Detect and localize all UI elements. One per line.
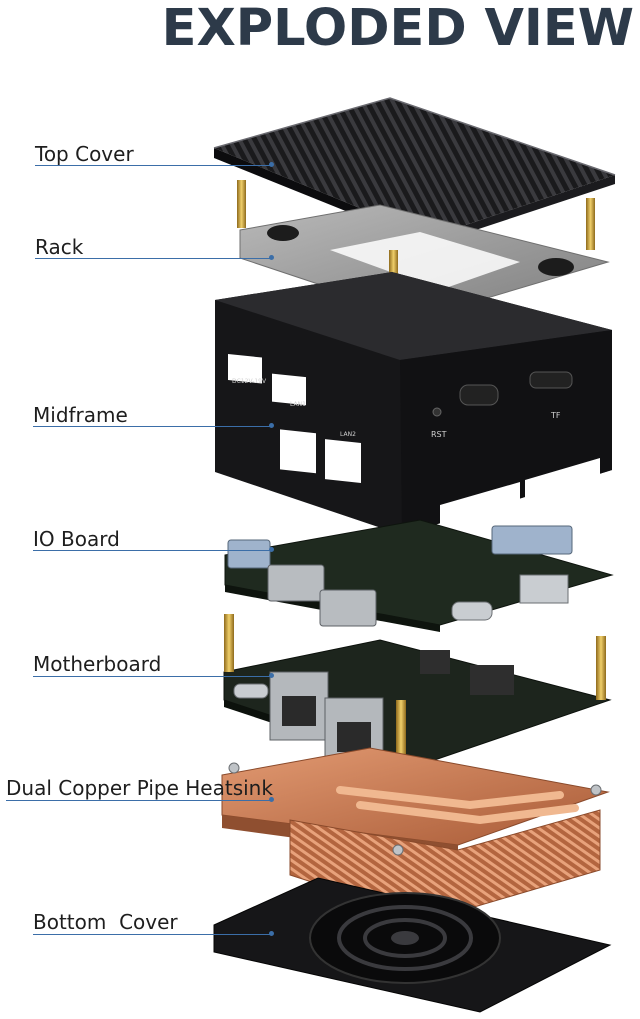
- reset-marking: RST: [431, 430, 447, 439]
- midframe-leader: [33, 426, 271, 427]
- rack-leader: [35, 258, 271, 259]
- heatsink-label: Dual Copper Pipe Heatsink: [6, 776, 273, 800]
- io-board-label: IO Board: [33, 527, 120, 551]
- io-board-part: [224, 519, 614, 632]
- bottom-cover-leader: [33, 934, 271, 935]
- midframe-label: Midframe: [33, 403, 128, 427]
- bottom-cover-label: Bottom Cover: [33, 910, 178, 934]
- rack-leader-dot: [269, 255, 274, 260]
- top-cover-leader: [35, 165, 271, 166]
- page-title: EXPLODED VIEW: [161, 0, 634, 58]
- heatsink-leader: [6, 800, 271, 801]
- motherboard-leader: [33, 676, 271, 677]
- bottom-cover-leader-dot: [269, 931, 274, 936]
- heatsink-leader-dot: [269, 797, 274, 802]
- dc-in-marking: DC12V-19V: [232, 378, 267, 385]
- midframe-part: DC12V-19V LAN1 LAN2 RST TF: [215, 272, 612, 535]
- top-cover-leader-dot: [269, 162, 274, 167]
- bottom-cover-part: [213, 877, 612, 1013]
- motherboard-part: [223, 639, 612, 772]
- io-board-leader: [33, 550, 271, 551]
- rack-label: Rack: [35, 235, 84, 259]
- tf-marking: TF: [550, 411, 561, 420]
- midframe-leader-dot: [269, 423, 274, 428]
- lan1-marking: LAN1: [290, 401, 306, 408]
- standoffs-lower: [224, 614, 606, 764]
- lan2-marking: LAN2: [340, 431, 356, 438]
- motherboard-label: Motherboard: [33, 652, 162, 676]
- motherboard-leader-dot: [269, 673, 274, 678]
- top-cover-label: Top Cover: [35, 142, 134, 166]
- io-board-leader-dot: [269, 547, 274, 552]
